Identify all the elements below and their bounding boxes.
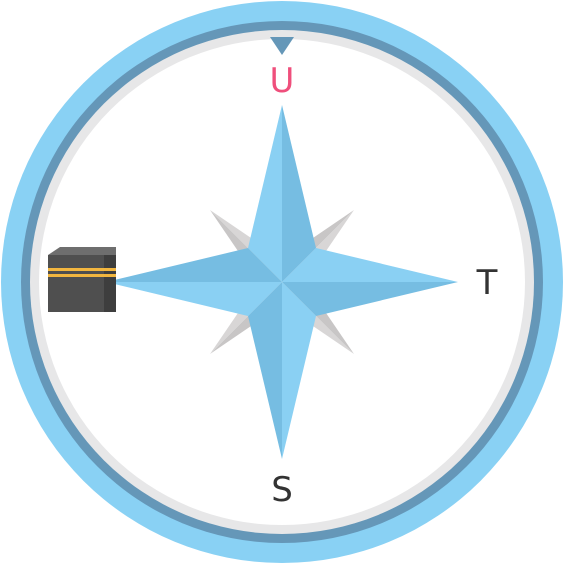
star-point-north-left [248, 105, 282, 282]
star-point-east-top [282, 248, 458, 282]
kaaba-band-lower [48, 274, 116, 277]
star-point-north-right [282, 105, 316, 282]
kaaba-side [104, 255, 116, 312]
north-marker-icon [270, 37, 294, 55]
star-point-west-bottom [106, 282, 282, 316]
star-point-south-left [248, 282, 282, 459]
kaaba-band-upper [48, 268, 116, 271]
kaaba-top [48, 247, 116, 255]
north-label: U [270, 61, 295, 101]
kaaba-icon [48, 247, 116, 312]
compass-rose [106, 105, 458, 459]
south-label: S [271, 470, 293, 510]
star-point-south-right [282, 282, 316, 459]
star-point-west-top [106, 248, 282, 282]
star-point-east-bottom [282, 282, 458, 316]
east-label: T [476, 263, 498, 303]
